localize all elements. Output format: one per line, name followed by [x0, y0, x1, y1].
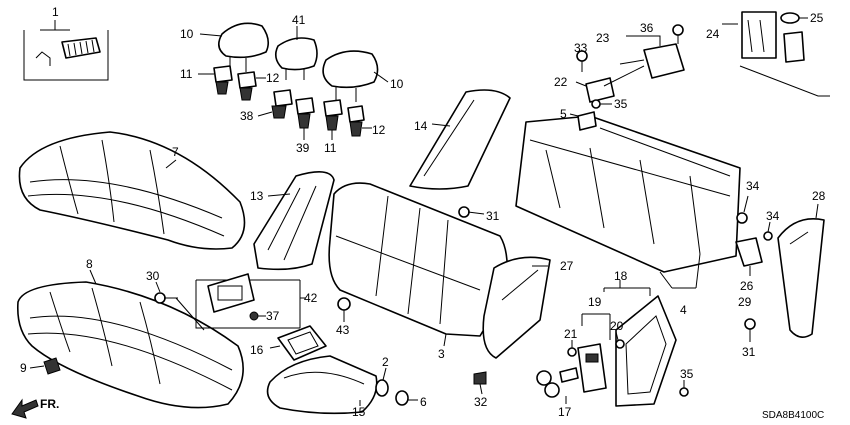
callout-7: 7 — [172, 145, 179, 159]
callout-23: 23 — [596, 31, 610, 45]
callout-11-right: 11 — [324, 141, 337, 155]
callout-29: 29 — [738, 295, 752, 309]
part-14-center-armrest-panel — [409, 89, 511, 190]
callout-15: 15 — [352, 405, 366, 419]
callout-41: 41 — [292, 13, 306, 27]
callout-2: 2 — [382, 355, 389, 369]
part-31-bolt-center — [458, 206, 485, 218]
part-34-bolt-upper — [736, 195, 749, 224]
callout-37: 37 — [266, 309, 280, 323]
part-41-headrest-center — [274, 26, 318, 80]
callout-3: 3 — [438, 347, 445, 361]
callout-22: 22 — [554, 75, 568, 89]
callout-labels: 1 2 3 4 5 6 7 8 9 10 10 11 11 12 12 13 1… — [20, 5, 826, 419]
part-2-bushing — [375, 367, 389, 397]
part-24-key-set — [722, 11, 830, 97]
part-19-lock-housing — [577, 313, 611, 393]
callout-11-left: 11 — [180, 67, 193, 81]
part-6-bushing — [395, 390, 418, 406]
part-12-guide-left — [237, 71, 266, 101]
part-30-bolt — [154, 281, 178, 304]
part-17-key — [536, 367, 579, 404]
part-35-bolt-lower — [679, 380, 689, 397]
callout-17: 17 — [558, 405, 572, 419]
part-26-latch — [735, 237, 763, 276]
callout-28: 28 — [812, 189, 826, 203]
part-8-seat-cushion-pad — [16, 269, 244, 409]
callout-38: 38 — [240, 109, 254, 123]
callout-10-right: 10 — [390, 77, 404, 91]
part-9-clip — [29, 357, 61, 375]
callout-39: 39 — [296, 141, 310, 155]
callout-14: 14 — [414, 119, 428, 133]
callout-43: 43 — [336, 323, 350, 337]
part-18-pass-through-lid — [603, 280, 677, 407]
part-15-armrest — [266, 355, 378, 415]
part-34-bolt-lower — [763, 221, 773, 241]
diagram-code: SDA8B4100C — [762, 410, 824, 421]
part-42-trunk-through-bezel — [195, 273, 306, 329]
front-direction-marker: FR. — [11, 397, 59, 419]
part-11-guide-left — [198, 65, 233, 95]
part-28-side-panel-right — [777, 203, 825, 338]
callout-35-upper: 35 — [614, 97, 628, 111]
callout-25: 25 — [810, 11, 824, 25]
part-37-clip — [249, 311, 266, 321]
part-39-guide — [295, 97, 315, 140]
callout-31-right: 31 — [742, 345, 756, 359]
callout-12-right: 12 — [372, 123, 386, 137]
callout-35-lower: 35 — [680, 367, 694, 381]
callout-4: 4 — [680, 303, 687, 317]
callout-33: 33 — [574, 41, 588, 55]
callout-36: 36 — [640, 21, 654, 35]
part-33-bolt — [576, 50, 588, 72]
callout-16: 16 — [250, 343, 264, 357]
part-21-screw — [567, 340, 577, 357]
part-7-seat-cushion-cover — [18, 131, 246, 250]
callout-9: 9 — [20, 361, 27, 375]
front-direction-label: FR. — [40, 397, 59, 411]
callout-13: 13 — [250, 189, 264, 203]
part-31-bolt-right — [744, 318, 756, 342]
part-35-bolt-upper — [591, 99, 612, 109]
part-11-guide-right — [323, 99, 343, 140]
part-43-bolt — [337, 297, 351, 322]
part-27-side-bolster-right — [482, 256, 551, 359]
callout-19: 19 — [588, 295, 602, 309]
part-3-seat-back-cover — [328, 182, 508, 347]
part-5-bracket — [569, 111, 597, 131]
callout-26: 26 — [740, 279, 754, 293]
part-32-clip — [473, 371, 487, 395]
callout-31-center: 31 — [486, 209, 500, 223]
callout-34-upper: 34 — [746, 179, 760, 193]
part-10-headrest-right — [322, 50, 389, 102]
callout-34-lower: 34 — [766, 209, 780, 223]
part-20-screw — [615, 331, 625, 349]
callout-24: 24 — [706, 27, 720, 41]
callout-27: 27 — [560, 259, 574, 273]
callout-6: 6 — [420, 395, 427, 409]
callout-21: 21 — [564, 327, 578, 341]
callout-42: 42 — [304, 291, 318, 305]
callout-12-left: 12 — [266, 71, 280, 85]
part-16-cup-holder — [269, 325, 327, 361]
callout-32: 32 — [474, 395, 488, 409]
part-22-lock-bracket — [575, 77, 615, 103]
callout-18: 18 — [614, 269, 628, 283]
callout-1: 1 — [52, 5, 59, 19]
part-13-side-bolster-left — [253, 171, 335, 271]
part-10-headrest-left — [199, 22, 270, 72]
part-36-bolt — [672, 24, 684, 44]
callout-8: 8 — [86, 257, 93, 271]
part-38-guide — [257, 89, 293, 119]
part-25-cap — [780, 12, 808, 24]
callout-5: 5 — [560, 107, 567, 121]
part-12-guide-right — [347, 105, 372, 137]
part-23-lock-assembly — [603, 35, 685, 87]
part-1-clip-set — [23, 20, 109, 81]
callout-10-left: 10 — [180, 27, 194, 41]
callout-20: 20 — [610, 319, 624, 333]
callout-30: 30 — [146, 269, 160, 283]
